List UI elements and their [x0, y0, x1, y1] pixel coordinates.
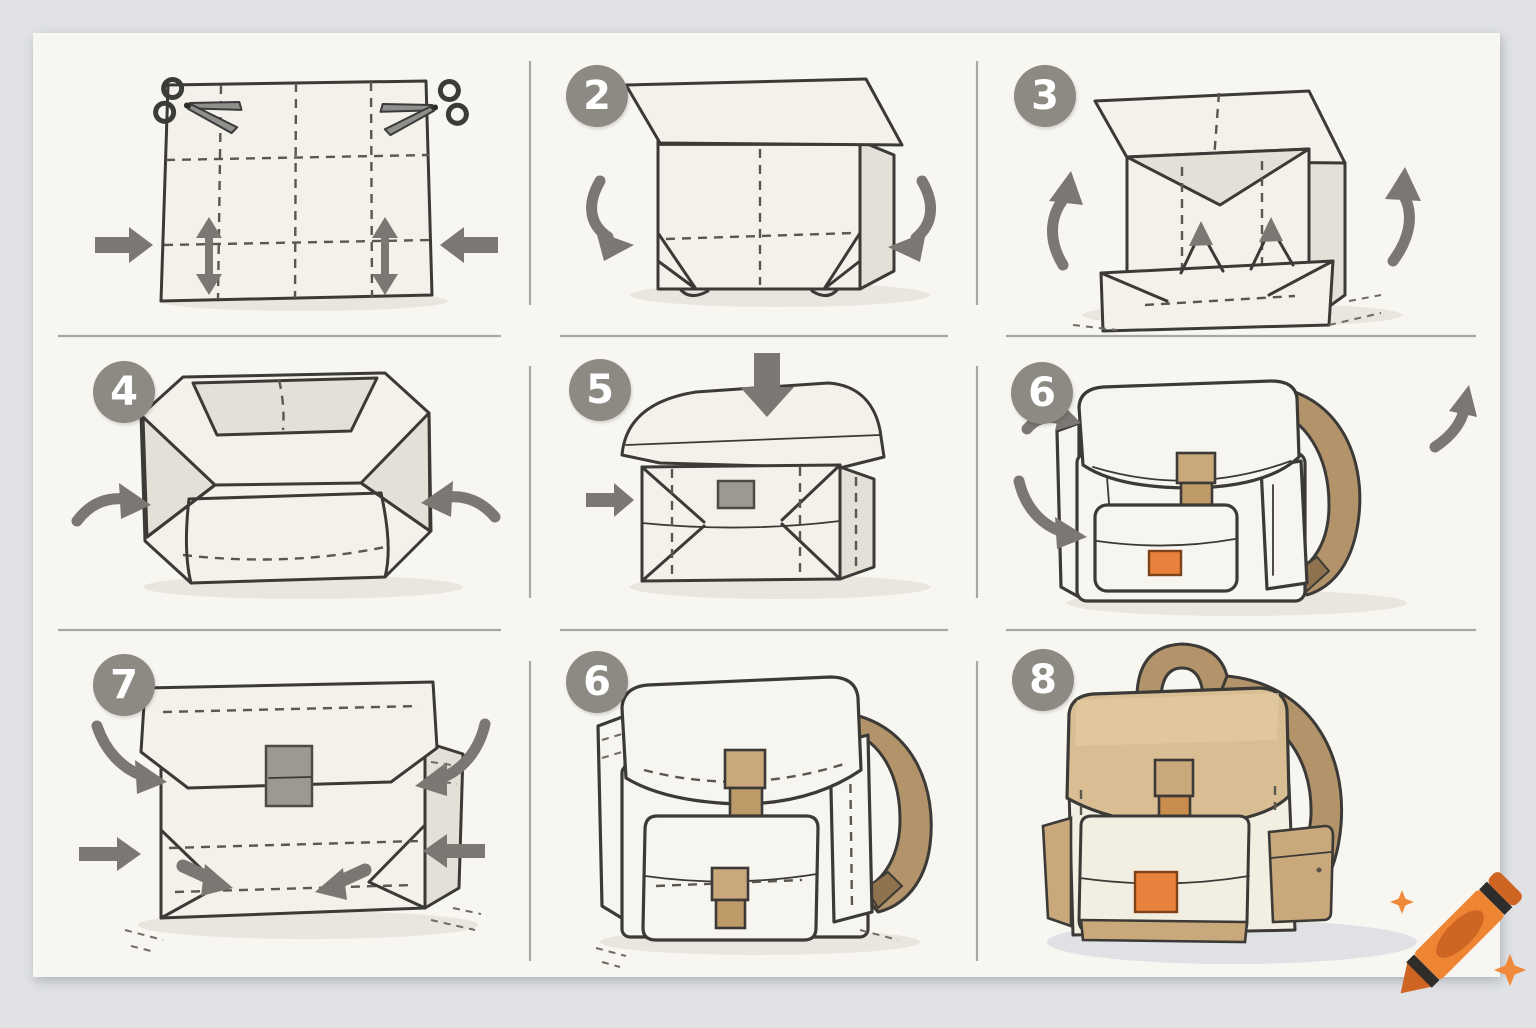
step-panel-2: 2: [530, 33, 977, 335]
instruction-paper-sheet: 2: [33, 33, 1500, 977]
double-arrow-vertical-icon: [196, 217, 222, 295]
side-pocket-right: [1267, 824, 1335, 924]
curved-arrow-icon: [415, 718, 491, 796]
small-arrow-icon: [176, 859, 233, 896]
front-pocket: [1093, 503, 1239, 593]
step-panel-6: 6: [977, 335, 1500, 630]
curved-arrow-in-icon: [71, 483, 151, 527]
clasp: [264, 744, 314, 808]
step-panel-7: 7: [33, 630, 530, 977]
step-badge: 2: [566, 65, 628, 127]
folded-box-open: [624, 77, 930, 307]
step-badge: 5: [569, 359, 631, 421]
flap-clasp: [1153, 758, 1195, 798]
clasp: [716, 479, 756, 510]
step-badge: 4: [93, 361, 155, 423]
arrow-right-icon: [95, 227, 153, 263]
box-with-flap: [1072, 89, 1402, 333]
arrow-right-icon: [79, 837, 141, 871]
scissors-icon: [379, 79, 469, 137]
arrow-left-icon: [440, 227, 498, 263]
pocket-clasp-lower: [714, 898, 747, 930]
backpack-pockets: [595, 675, 933, 968]
pocket-base: [1079, 918, 1249, 944]
satchel-tuck-corners: [124, 680, 482, 953]
curved-arrow-down-icon: [888, 175, 937, 262]
curved-arrow-up-icon: [1385, 167, 1421, 267]
pocket-clasp: [1147, 549, 1183, 577]
step-panel-3: 3: [977, 33, 1500, 335]
curved-arrow-up-icon: [1047, 171, 1083, 271]
arrow-left-icon: [423, 834, 485, 868]
curved-arrow-icon: [1429, 385, 1477, 453]
step-panel-5: 5: [530, 335, 977, 630]
step-badge: 6: [1011, 362, 1073, 424]
curved-arrow-icon: [91, 720, 167, 794]
step-panel-1: [33, 33, 530, 335]
curved-arrow-icon: [1013, 475, 1087, 549]
step-badge: 3: [1014, 65, 1076, 127]
step-badge: 6: [566, 651, 628, 713]
backpack-with-straps: [1055, 379, 1407, 616]
step-panel-9: 8: [977, 630, 1500, 977]
side-pocket-left: [1041, 816, 1073, 928]
opened-box-folds: [139, 371, 463, 599]
scissors-icon: [153, 77, 243, 135]
flat-paper-sheet: [158, 79, 448, 311]
arrow-down-icon: [740, 353, 794, 417]
curved-arrow-down-icon: [586, 175, 634, 261]
double-arrow-vertical-icon: [372, 217, 398, 295]
small-arrow-icon: [315, 863, 372, 900]
finished-backpack: [1041, 642, 1417, 964]
grid-dividers: [58, 61, 1476, 961]
crayon-logo: [1382, 842, 1536, 1024]
step-badge: 8: [1012, 649, 1074, 711]
closed-box-lid: [620, 381, 930, 599]
step-panel-4: 4: [33, 335, 530, 630]
step-panel-8: 6: [530, 630, 977, 977]
curved-arrow-in-icon: [421, 481, 501, 523]
sparkle-icon: [1390, 890, 1414, 914]
step-badge: 7: [93, 654, 155, 716]
arrow-right-icon: [586, 483, 634, 517]
sparkle-icon: [1493, 953, 1527, 987]
pocket-clasp: [1133, 870, 1179, 914]
crayon-icon: [1400, 872, 1522, 994]
